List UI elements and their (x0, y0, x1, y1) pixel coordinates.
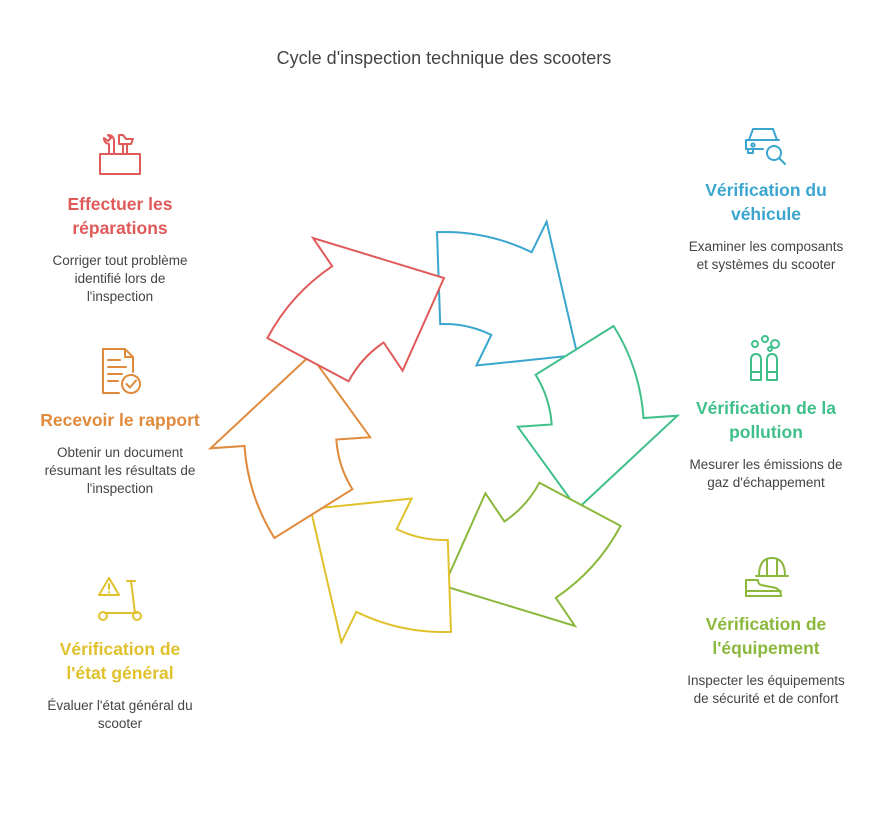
step-equipment-check: Vérification de l'équipement Inspecter l… (686, 550, 846, 708)
step-report-title: Recevoir le rapport (40, 410, 200, 430)
cycle-arrow-report (207, 353, 373, 540)
cycle-arrow-equipment (442, 481, 622, 628)
step-repairs-title: Effectuer les réparations (67, 194, 173, 238)
step-pollution-check: Vérification de la pollution Mesurer les… (686, 334, 846, 492)
emissions-icon (750, 335, 780, 381)
helmet-boot-icon (745, 557, 789, 597)
step-general-condition-desc: Évaluer l'état général du scooter (47, 698, 193, 731)
cycle-arrow-pollution (515, 324, 681, 511)
step-pollution-check-desc: Mesurer les émissions de gaz d'échappeme… (689, 457, 843, 490)
step-report-desc: Obtenir un document résumant les résulta… (44, 445, 196, 496)
car-search-icon (745, 128, 786, 165)
step-vehicle-check-desc: Examiner les composants et systèmes du s… (688, 239, 844, 272)
step-repairs: Effectuer les réparations Corriger tout … (40, 130, 200, 306)
diagram-title: Cycle d'inspection technique des scooter… (276, 48, 612, 68)
report-icon (102, 348, 141, 394)
scooter-warning-icon (98, 577, 142, 621)
step-pollution-check-title: Vérification de la pollution (695, 398, 837, 442)
toolbox-icon (99, 134, 141, 175)
step-equipment-check-desc: Inspecter les équipements de sécurité et… (687, 673, 845, 706)
step-general-condition-title: Vérification de l'état général (59, 639, 181, 683)
cycle-arrow-repairs (266, 236, 446, 383)
step-report: Recevoir le rapport Obtenir un document … (40, 346, 200, 498)
step-vehicle-check-title: Vérification du véhicule (705, 180, 827, 224)
step-general-condition: Vérification de l'état général Évaluer l… (40, 575, 200, 733)
step-repairs-desc: Corriger tout problème identifié lors de… (52, 253, 188, 304)
step-vehicle-check: Vérification du véhicule Examiner les co… (686, 118, 846, 274)
cycle-arrow-vehicle (435, 218, 579, 367)
cycle-arrow-general-condition (309, 497, 453, 646)
step-equipment-check-title: Vérification de l'équipement (705, 614, 827, 658)
